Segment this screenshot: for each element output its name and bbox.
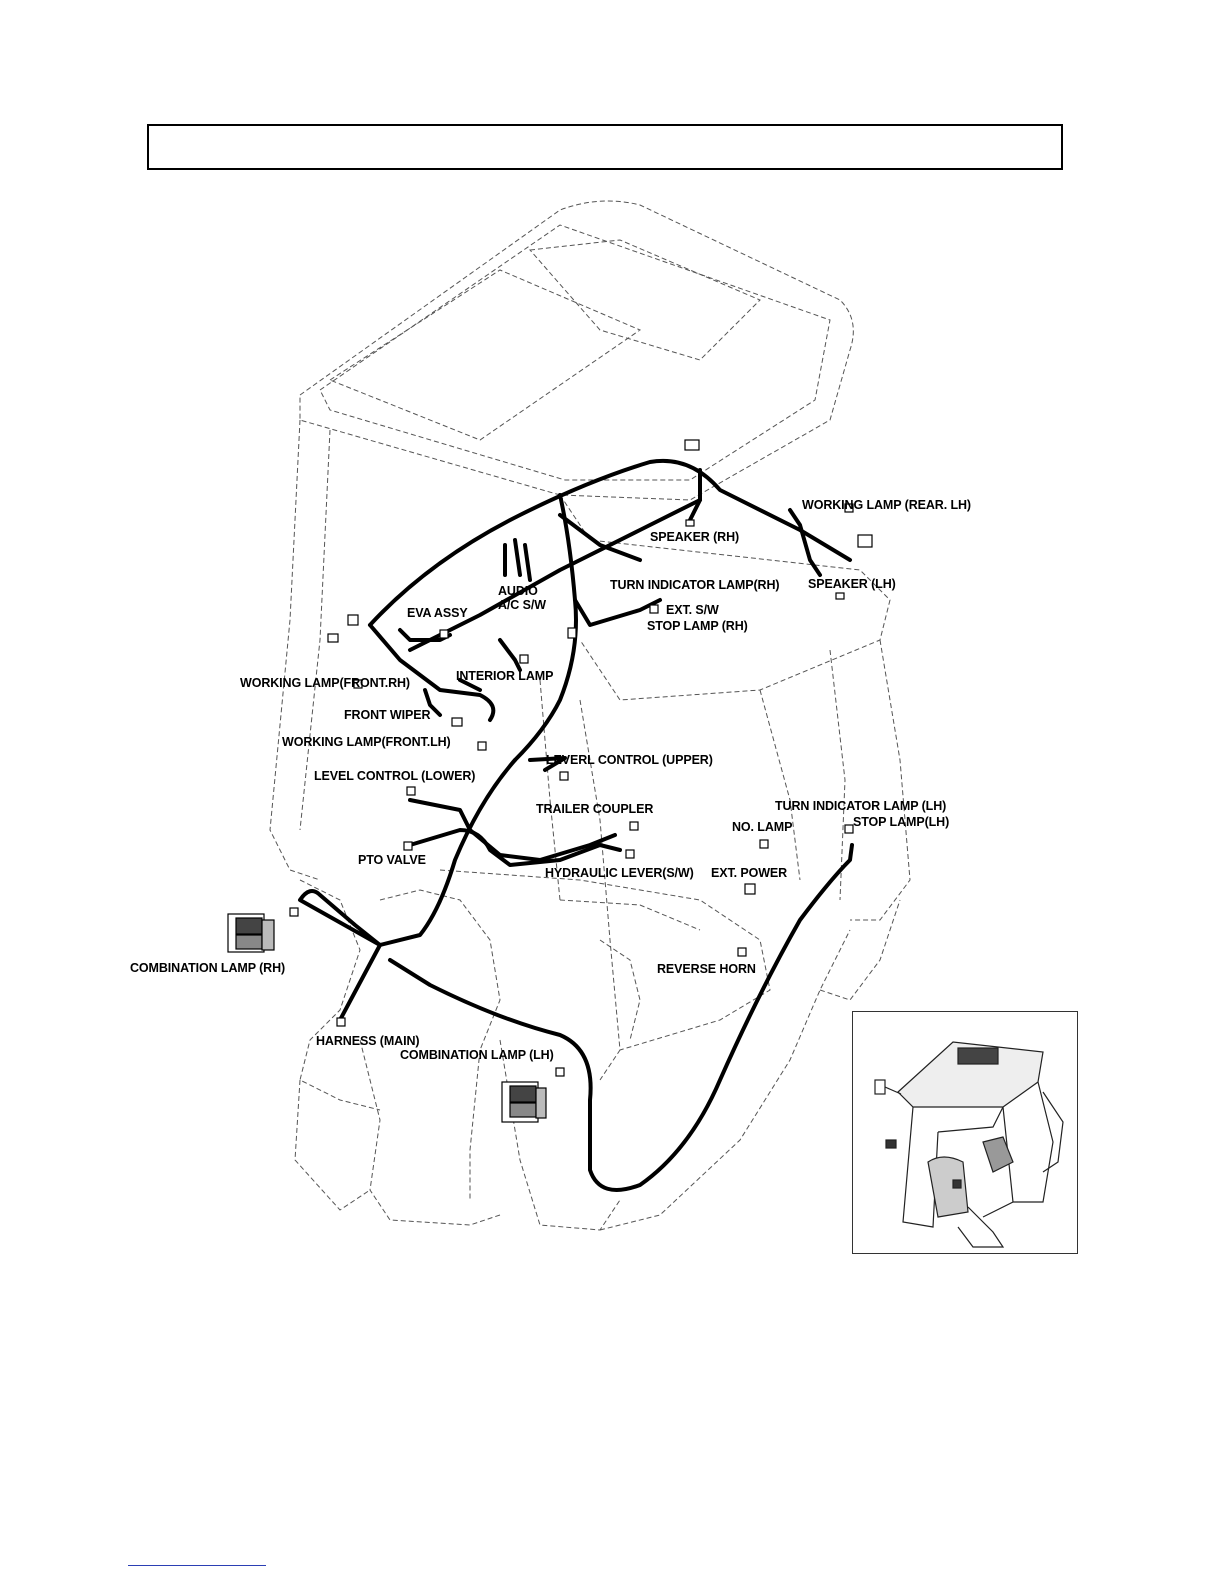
label-stop-lamp-rh: STOP LAMP (RH) bbox=[647, 619, 748, 633]
title-box bbox=[147, 124, 1063, 170]
label-eva-assy: EVA ASSY bbox=[407, 606, 468, 620]
label-combination-lamp-lh: COMBINATION LAMP (LH) bbox=[400, 1048, 554, 1062]
label-leverl-control-upper: LEVERL CONTROL (UPPER) bbox=[546, 753, 713, 767]
label-audio: AUDIO bbox=[498, 584, 538, 598]
label-working-lamp-rear-lh: WORKING LAMP (REAR. LH) bbox=[802, 498, 971, 512]
label-combination-lamp-rh: COMBINATION LAMP (RH) bbox=[130, 961, 286, 975]
label-level-control-lower: LEVEL CONTROL (LOWER) bbox=[314, 769, 476, 783]
label-ext-sw: EXT. S/W bbox=[666, 603, 719, 617]
connectors bbox=[289, 439, 873, 1077]
label-reverse-horn: REVERSE HORN bbox=[657, 962, 756, 976]
label-speaker-lh: SPEAKER (LH) bbox=[808, 577, 896, 591]
label-stop-lamp-lh: STOP LAMP(LH) bbox=[853, 815, 950, 829]
tractor-cab-icon bbox=[874, 1041, 1064, 1248]
label-working-lamp-front-rh: WORKING LAMP(FRONT.RH) bbox=[240, 676, 410, 690]
tractor-cab-inset bbox=[852, 1011, 1078, 1254]
label-working-lamp-front-lh: WORKING LAMP(FRONT.LH) bbox=[282, 735, 451, 749]
label-pto-valve: PTO VALVE bbox=[358, 853, 426, 867]
label-hydraulic-lever-sw: HYDRAULIC LEVER(S/W) bbox=[545, 866, 694, 880]
combination-lamp-lh-icon bbox=[501, 1081, 547, 1123]
label-speaker-rh: SPEAKER (RH) bbox=[650, 530, 740, 544]
label-harness-main: HARNESS (MAIN) bbox=[316, 1034, 420, 1048]
combination-lamp-rh-icon bbox=[227, 913, 275, 953]
label-ac-sw: A/C S/W bbox=[498, 598, 546, 612]
label-interior-lamp: INTERIOR LAMP bbox=[456, 669, 554, 683]
label-turn-indicator-lamp-lh: TURN INDICATOR LAMP (LH) bbox=[775, 799, 947, 813]
label-trailer-coupler: TRAILER COUPLER bbox=[536, 802, 654, 816]
label-ext-power: EXT. POWER bbox=[711, 866, 788, 880]
wiring-harness bbox=[298, 458, 854, 1192]
label-front-wiper: FRONT WIPER bbox=[344, 708, 431, 722]
label-no-lamp: NO. LAMP bbox=[732, 820, 793, 834]
footer-rule bbox=[128, 1565, 266, 1566]
label-turn-indicator-lamp-rh: TURN INDICATOR LAMP(RH) bbox=[610, 578, 780, 592]
